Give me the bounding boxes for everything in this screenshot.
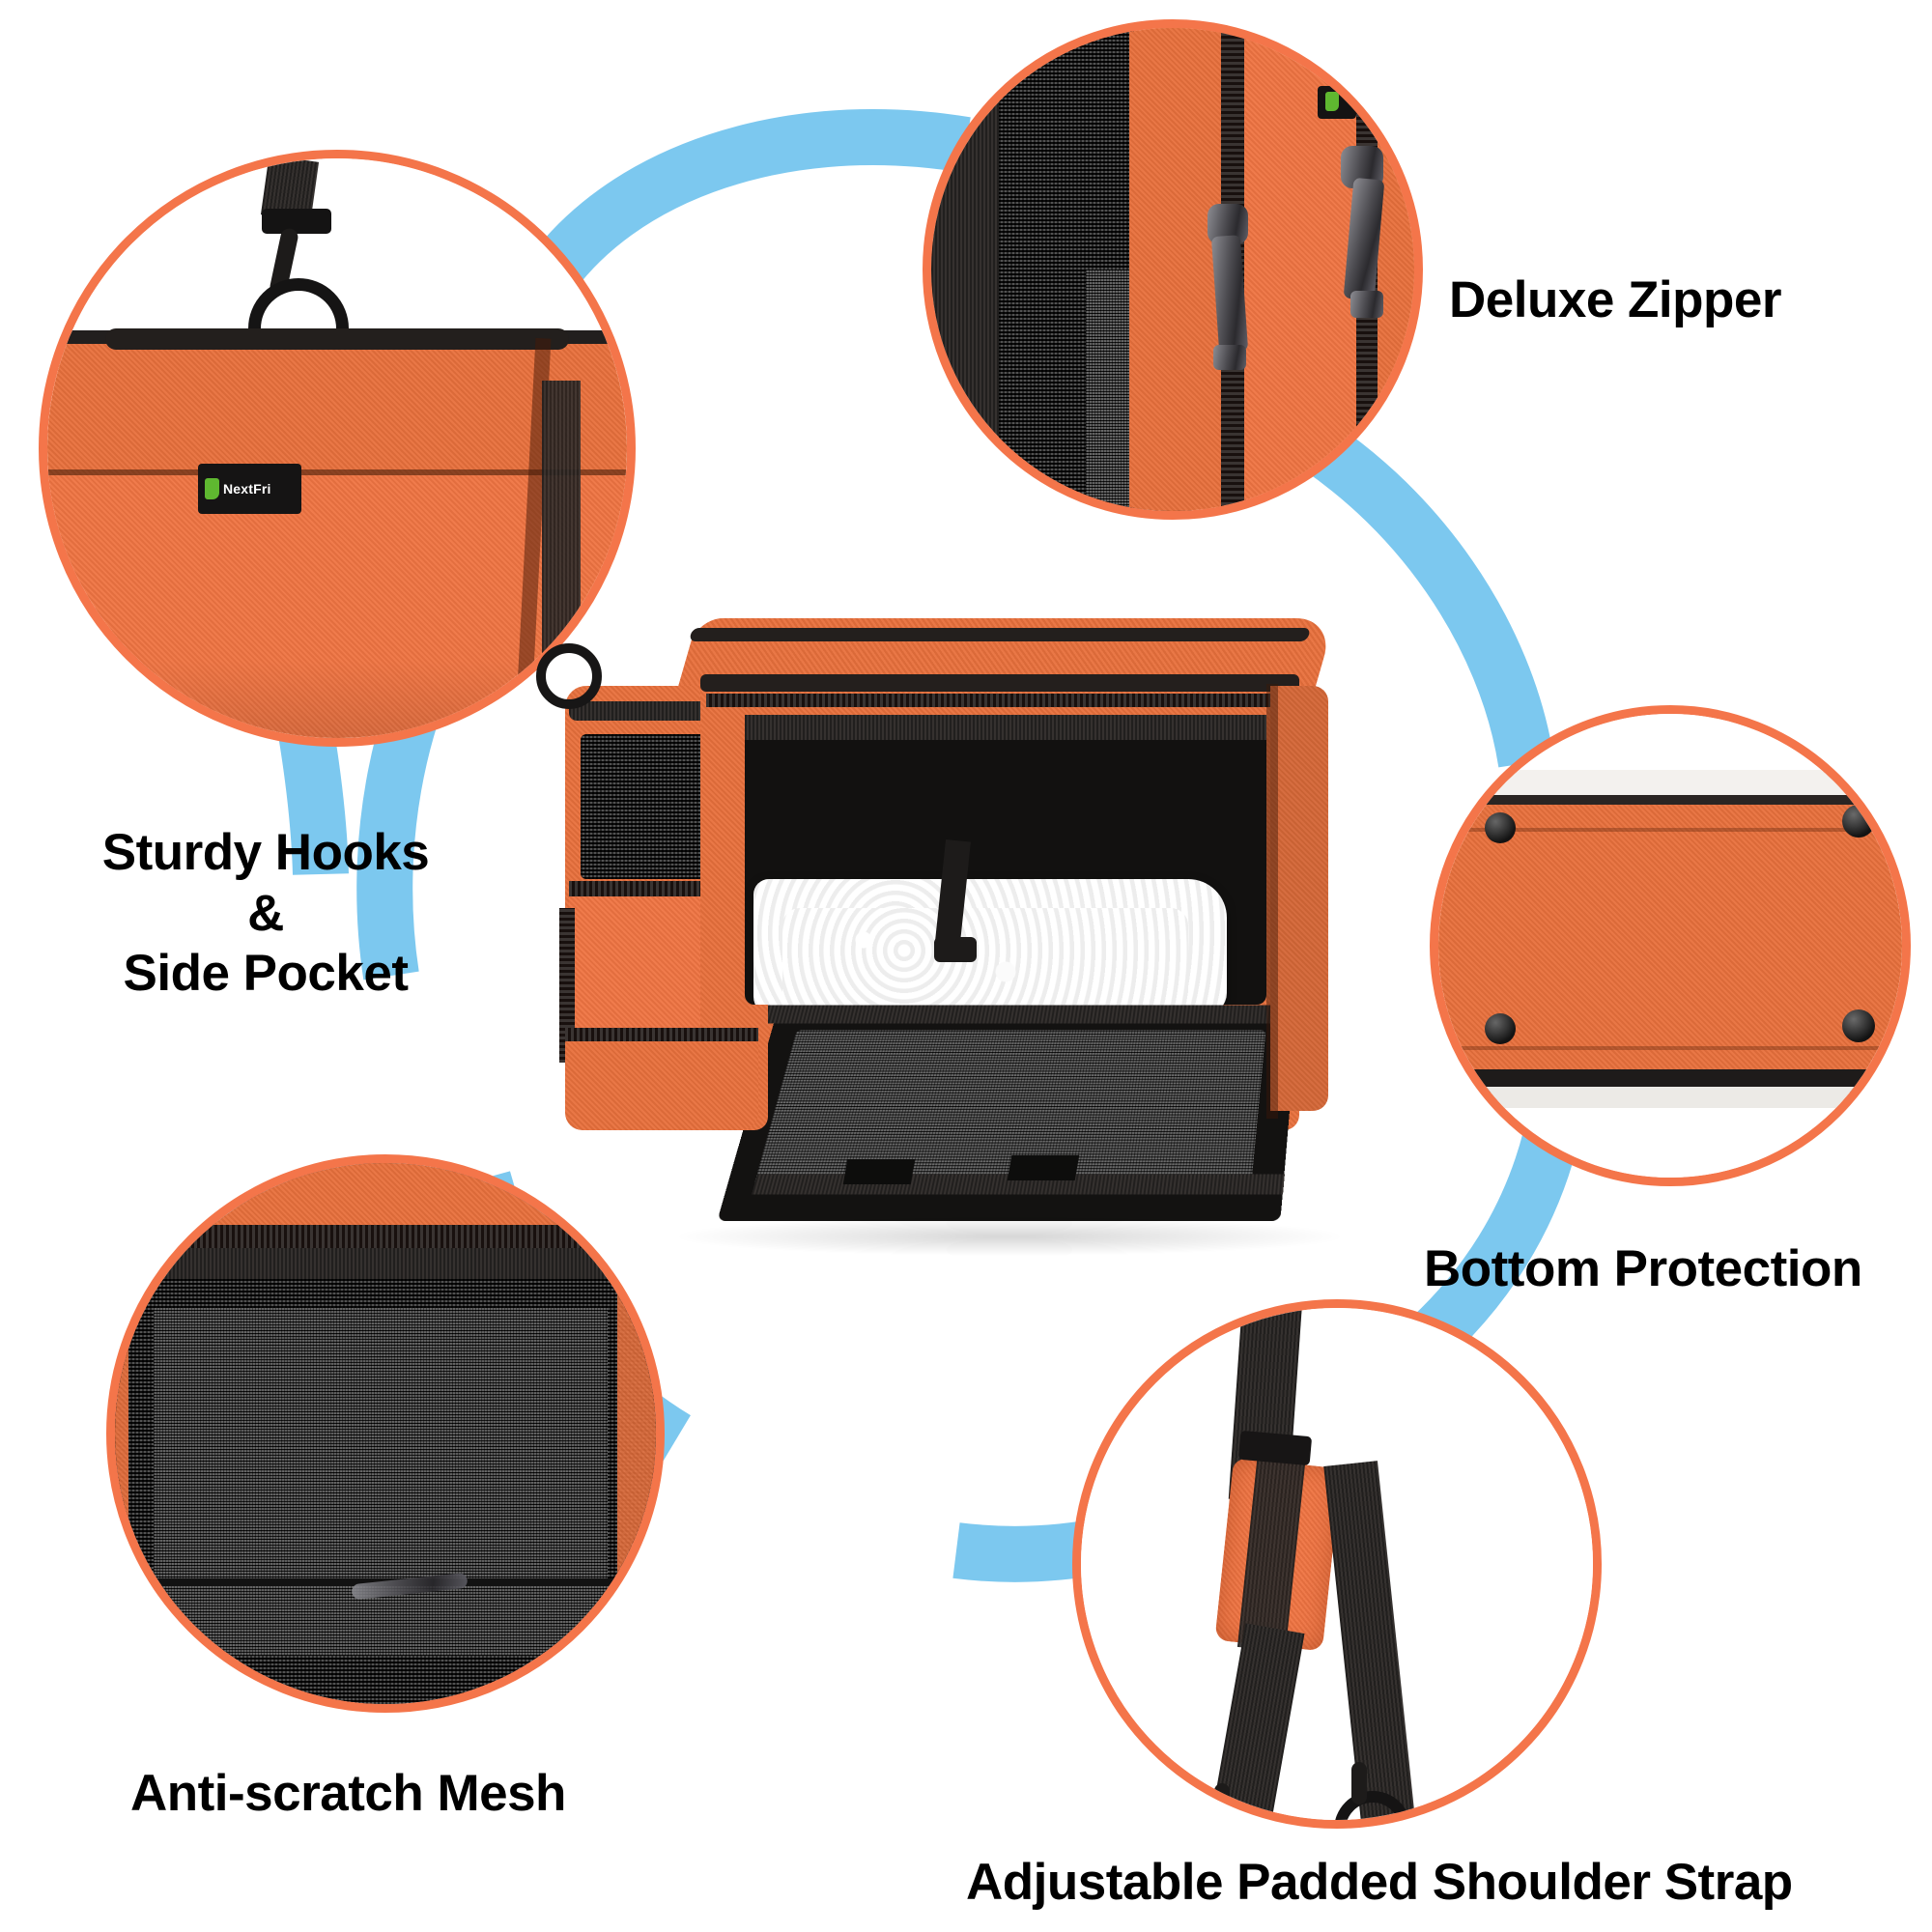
callout-deluxe-zipper: [923, 19, 1423, 520]
callout-deluxe-zipper-photo: [931, 28, 1414, 511]
brand-logo-mark: [205, 478, 219, 499]
label-shoulder-strap: Adjustable Padded Shoulder Strap: [966, 1854, 1793, 1911]
label-sturdy-hooks: Sturdy Hooks & Side Pocket: [101, 824, 430, 1003]
callout-bottom-protection-photo: [1438, 714, 1902, 1178]
center-product-photo: [536, 618, 1463, 1333]
callout-sturdy-hooks-photo: NextFri: [47, 158, 627, 738]
brand-logo-text: NextFri: [223, 481, 271, 497]
protective-foot: [1485, 812, 1516, 843]
callout-shoulder-strap: [1072, 1299, 1602, 1829]
callout-anti-scratch-mesh-photo: [115, 1163, 656, 1704]
protective-foot: [1842, 805, 1875, 838]
callout-anti-scratch-mesh: [106, 1154, 665, 1713]
label-deluxe-zipper: Deluxe Zipper: [1449, 271, 1781, 328]
callout-shoulder-strap-photo: [1081, 1308, 1593, 1820]
label-anti-scratch-mesh: Anti-scratch Mesh: [130, 1765, 566, 1822]
callout-bottom-protection: [1430, 705, 1911, 1186]
brand-logo-patch: NextFri: [198, 464, 301, 514]
label-bottom-protection: Bottom Protection: [1424, 1240, 1862, 1297]
protective-foot: [1842, 1009, 1875, 1042]
protective-foot: [1485, 1013, 1516, 1044]
callout-sturdy-hooks: NextFri: [39, 150, 636, 747]
